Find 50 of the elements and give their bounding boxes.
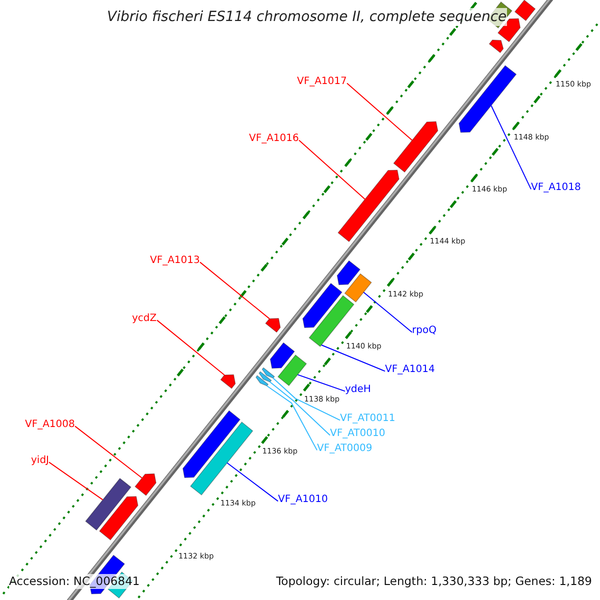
- leader-line: [490, 105, 532, 190]
- gene-bar: [258, 371, 272, 382]
- gene-bar: [514, 0, 536, 22]
- gene-label: VF_AT0010: [330, 428, 386, 440]
- leader-line: [156, 320, 225, 376]
- gene-label: ycdZ: [132, 313, 157, 325]
- gene-label: rpoQ: [412, 325, 436, 337]
- gene-bar: [262, 367, 275, 379]
- gene-label: VF_A1014: [385, 364, 435, 376]
- gene-bar: [277, 354, 307, 386]
- gene-bar: [220, 374, 236, 389]
- gene-bar: [190, 422, 254, 496]
- gene-bar: [98, 496, 138, 540]
- leader-line: [270, 382, 330, 436]
- gene-label: VF_AT0009: [317, 443, 372, 455]
- gene-label: VF_A1013: [150, 255, 200, 267]
- gene-bar: [302, 282, 342, 328]
- gene-bar: [338, 170, 400, 242]
- gene-label: ydeH: [345, 384, 371, 396]
- gene-bar: [336, 260, 361, 286]
- gene-label: VF_A1008: [25, 419, 75, 431]
- gene-bar: [182, 410, 241, 478]
- gene-bar: [458, 65, 517, 133]
- gene-label: yidJ: [31, 455, 49, 467]
- gene-label: VF_A1018: [531, 182, 581, 194]
- gene-bar: [270, 342, 295, 369]
- leader-line: [74, 426, 142, 478]
- accession-text: Accession: NC_006841: [9, 574, 140, 589]
- gene-label: VF_A1017: [297, 76, 347, 88]
- gene-label: VF_AT0011: [340, 413, 396, 425]
- gene-bar: [393, 121, 438, 173]
- leader-line: [200, 262, 270, 320]
- leader-line: [298, 140, 366, 200]
- leader-line: [346, 82, 413, 141]
- leader-line: [272, 378, 340, 421]
- leader-line: [48, 462, 104, 500]
- gene-label: VF_A1016: [249, 133, 299, 145]
- gene-bar: [344, 273, 372, 303]
- leader-line: [320, 344, 386, 372]
- gene-label: VF_A1010: [278, 494, 328, 506]
- gene-bar: [134, 473, 156, 496]
- gene-bar: [265, 318, 281, 333]
- title: Vibrio fischeri ES114 chromosome II, complete sequence: [107, 8, 507, 26]
- leader-line: [363, 292, 412, 333]
- gene-bar: [85, 478, 132, 531]
- genome-summary-text: Topology: circular; Length: 1,330,333 bp; Genes: 1,189: [276, 574, 592, 589]
- leader-line: [266, 385, 318, 451]
- gene-bar: [256, 375, 269, 386]
- gene-bar: [488, 40, 504, 54]
- leader-line: [297, 374, 346, 392]
